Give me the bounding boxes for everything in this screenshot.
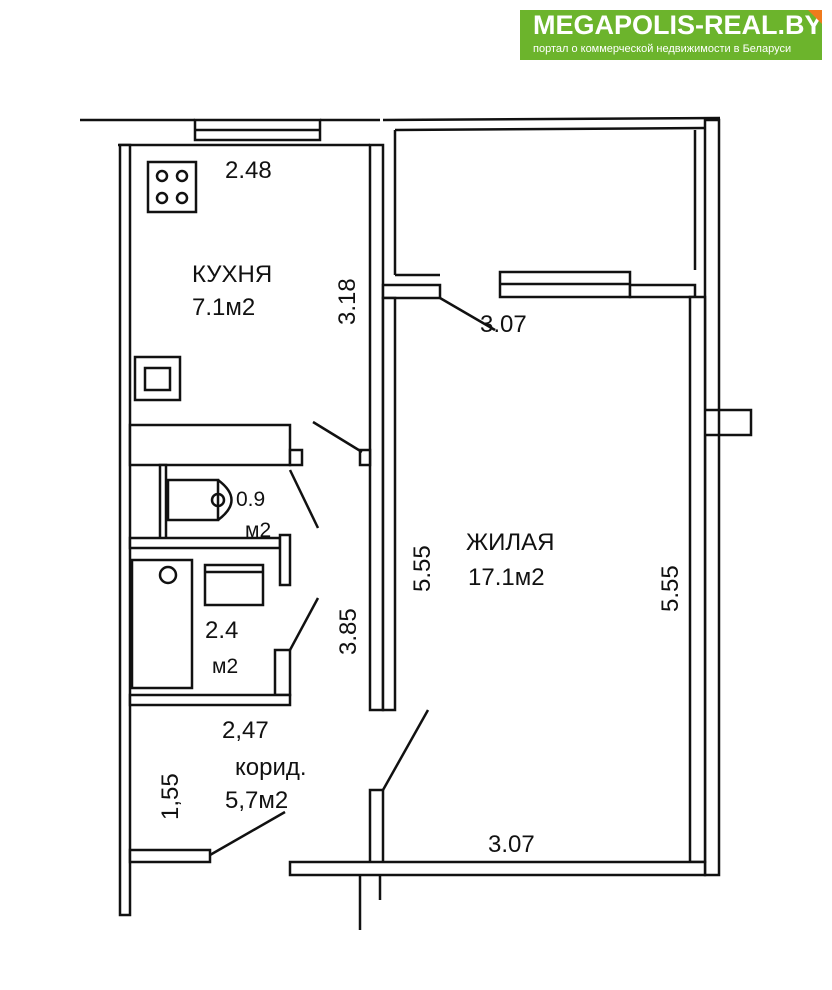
- living-name: ЖИЛАЯ: [466, 529, 555, 556]
- logo-subtitle: портал о коммерческой недвижимости в Бел…: [533, 43, 792, 55]
- living-width-top: 3.07: [480, 311, 527, 338]
- bath-unit: м2: [212, 655, 238, 678]
- washbasin-icon: [203, 563, 265, 607]
- stove-icon: [146, 160, 198, 214]
- corridor-depth: 1,55: [157, 773, 184, 820]
- living-width-bottom: 3.07: [488, 831, 535, 858]
- kitchen-name: КУХНЯ: [192, 261, 272, 288]
- toilet-icon: [166, 478, 233, 522]
- left-wall: [118, 143, 132, 917]
- wc-unit: м2: [245, 519, 271, 542]
- logo-title: MEGAPOLIS-REAL.BY: [533, 10, 822, 40]
- kitchen-depth: 3.18: [334, 278, 361, 325]
- bath-depth: 3.85: [335, 608, 362, 655]
- corridor-name: корид.: [235, 754, 307, 781]
- wall-bump: [717, 408, 753, 437]
- corridor-area: 5,7м2: [225, 787, 288, 814]
- logo-corner: [808, 10, 822, 24]
- bathtub-icon: [130, 558, 194, 690]
- bath-area: 2.4: [205, 617, 238, 644]
- living-area: 17.1м2: [468, 564, 545, 591]
- site-logo: MEGAPOLIS-REAL.BY портал о коммерческой …: [520, 10, 822, 60]
- living-depth-right: 5.55: [657, 565, 684, 612]
- walls: [80, 116, 753, 930]
- doors: [209, 296, 496, 857]
- sink-icon: [133, 355, 182, 402]
- living-depth-left: 5.55: [409, 545, 436, 592]
- kitchen-area: 7.1м2: [192, 294, 255, 321]
- kitchen-right-wall: [368, 143, 385, 712]
- kitchen-width: 2.48: [225, 157, 272, 184]
- wc-area: 0.9: [236, 488, 265, 511]
- corridor-width: 2,47: [222, 717, 269, 744]
